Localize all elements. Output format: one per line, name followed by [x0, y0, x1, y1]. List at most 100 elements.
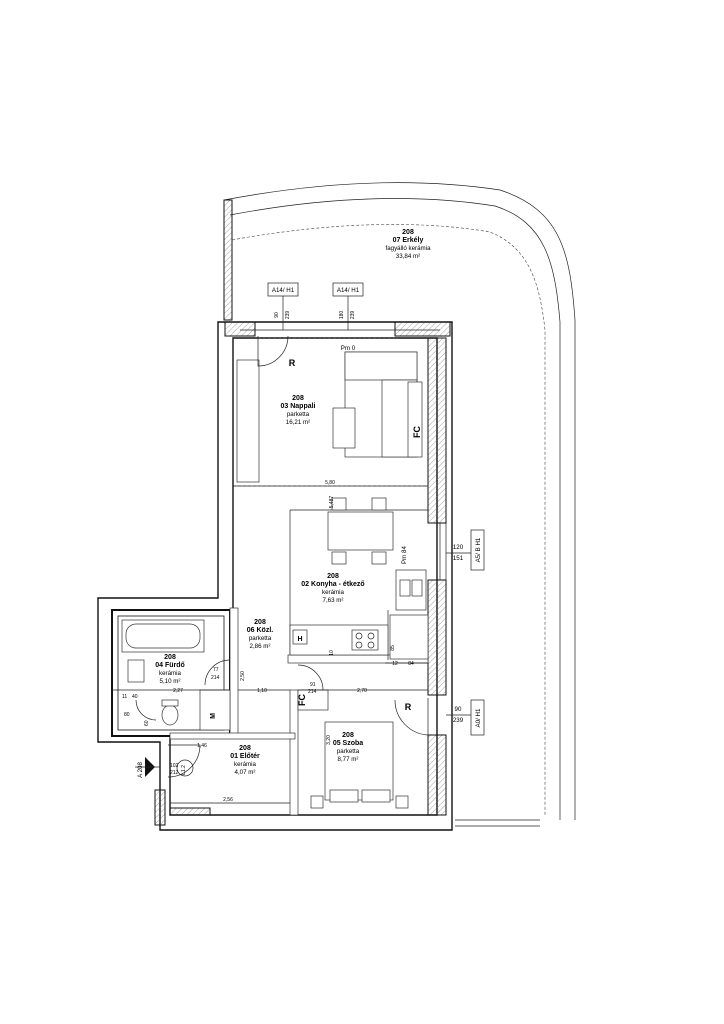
door-swing	[135, 699, 157, 721]
svg-text:91: 91	[310, 682, 316, 688]
toilet	[161, 704, 179, 726]
svg-text:5,10 m²: 5,10 m²	[160, 678, 181, 685]
svg-text:7,63 m²: 7,63 m²	[323, 597, 344, 604]
svg-text:84: 84	[408, 661, 414, 667]
exterior-wall-right-middle	[427, 579, 447, 696]
svg-text:parketta: parketta	[249, 635, 272, 642]
partition-entry-top	[169, 732, 296, 740]
svg-text:40: 40	[132, 694, 138, 700]
svg-text:2,27: 2,27	[173, 688, 183, 694]
exterior-wall-right-upper	[427, 337, 447, 524]
entry-threshold	[169, 807, 211, 816]
window-width: 90	[455, 706, 462, 713]
room-label-kitchen: 208 02 Konyha - étkező kerámia 7,63 m²	[301, 573, 364, 604]
svg-text:2,50: 2,50	[240, 671, 246, 681]
radiator-symbol: R	[405, 702, 412, 712]
svg-text:3,20: 3,20	[326, 735, 332, 745]
window-tag-w2: A14/ H1 180 239	[332, 282, 364, 330]
window-height: 239	[453, 717, 464, 724]
svg-text:208: 208	[342, 732, 354, 739]
chair	[331, 551, 347, 565]
symbols: R R FC FC H M Pm 0 Pm 84 A 208 L1.2	[135, 345, 422, 778]
fan-coil-symbol: FC	[412, 426, 422, 438]
chair	[331, 497, 347, 511]
svg-text:102: 102	[170, 763, 179, 769]
openings	[135, 329, 447, 778]
svg-text:05 Szoba: 05 Szoba	[333, 740, 363, 747]
svg-text:04 Fürdő: 04 Fürdő	[155, 662, 185, 669]
window-code: A14/ H1	[337, 287, 360, 294]
window-code: A0/ H1	[475, 708, 482, 727]
shaft	[389, 614, 429, 660]
room-label-living: 208 03 Nappali parketta 16,21 m²	[280, 395, 315, 426]
furniture	[121, 351, 427, 809]
room-label-bedroom: 208 05 Szoba parketta 8,77 m²	[333, 732, 363, 763]
washer-symbol: M	[210, 713, 217, 719]
svg-text:85: 85	[390, 645, 396, 651]
svg-text:16,21 m²: 16,21 m²	[286, 419, 310, 426]
svg-text:2,56: 2,56	[223, 797, 233, 803]
svg-text:11: 11	[122, 694, 127, 700]
washbasin	[127, 659, 145, 683]
svg-text:4,07 m²: 4,07 m²	[235, 769, 256, 776]
room-label-bathroom: 208 04 Fürdő kerámia 5,10 m²	[155, 654, 185, 685]
level-marker: Pm 0	[341, 345, 356, 352]
section-label: A 208	[137, 762, 144, 778]
svg-text:01 Előtér: 01 Előtér	[230, 753, 260, 760]
window-width: 90	[274, 312, 280, 318]
chair	[371, 551, 387, 565]
svg-text:77: 77	[213, 667, 219, 673]
svg-text:03 Nappali: 03 Nappali	[280, 403, 315, 410]
partition-bath-corridor	[229, 607, 239, 737]
svg-text:kerámia: kerámia	[234, 761, 257, 768]
svg-text:2,86 m²: 2,86 m²	[250, 643, 271, 650]
svg-text:1,10: 1,10	[257, 688, 267, 694]
window-code: A5/ B H1	[475, 537, 482, 562]
window-height: 151	[453, 555, 464, 562]
svg-text:214: 214	[308, 689, 317, 695]
tv-unit	[407, 381, 423, 458]
window-height: 239	[350, 311, 356, 320]
svg-text:02 Konyha - étkező: 02 Konyha - étkező	[301, 581, 364, 588]
svg-text:8,77 m²: 8,77 m²	[338, 756, 359, 763]
svg-text:208: 208	[254, 619, 266, 626]
svg-text:2,70: 2,70	[357, 688, 367, 694]
svg-text:kerámia: kerámia	[159, 670, 182, 677]
pillow	[361, 789, 391, 803]
svg-text:parketta: parketta	[287, 411, 310, 418]
door-swing	[204, 659, 231, 686]
balcony-drain-line	[231, 224, 546, 815]
room-label-corridor: 208 06 Közl. parketta 2,86 m²	[247, 619, 274, 650]
washing-machine	[199, 689, 231, 731]
pillow	[329, 789, 359, 803]
svg-text:1,46: 1,46	[197, 743, 207, 749]
interior-partitions	[154, 485, 429, 826]
svg-text:parketta: parketta	[337, 748, 360, 755]
svg-text:60: 60	[144, 720, 150, 726]
svg-text:80: 80	[124, 712, 130, 718]
nightstand	[310, 795, 324, 809]
svg-text:kerámia: kerámia	[322, 589, 345, 596]
svg-text:208: 208	[402, 229, 414, 236]
exterior-wall-right-lower	[427, 734, 447, 816]
svg-text:06 Közl.: 06 Közl.	[247, 627, 274, 634]
door-swing	[297, 664, 324, 691]
window-width: 180	[339, 311, 345, 320]
window-code: A14/ H1	[272, 287, 295, 294]
svg-text:208: 208	[164, 654, 176, 661]
svg-text:L1.2: L1.2	[181, 765, 187, 775]
svg-text:10: 10	[329, 650, 335, 656]
nightstand	[395, 795, 409, 809]
window-tag-w4: A0/ H1 90 239	[446, 699, 485, 736]
svg-text:5,80: 5,80	[325, 480, 335, 486]
balcony-side-wall	[223, 199, 233, 321]
svg-text:208: 208	[327, 573, 339, 580]
coffee-table	[332, 407, 356, 449]
hob	[351, 629, 379, 651]
balcony	[223, 182, 576, 827]
room-label-entry: 208 01 Előtér kerámia 4,07 m²	[230, 745, 260, 776]
window-tag-w3: A5/ B H1 120 151	[446, 529, 485, 571]
room-label-balcony: 208 07 Erkély fagyálló kerámia 33,84 m²	[385, 229, 431, 260]
door-swing	[394, 698, 429, 736]
bed	[324, 721, 394, 801]
